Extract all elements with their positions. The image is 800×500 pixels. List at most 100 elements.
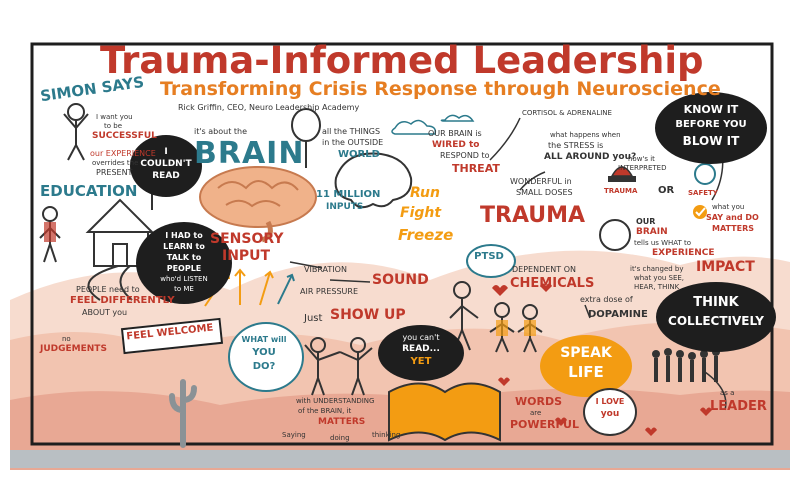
people-3: ABOUT you <box>82 308 128 317</box>
page-title: Trauma-Informed Leadership <box>100 39 704 82</box>
stress-1: what happens when <box>550 131 621 139</box>
learn-6: to ME <box>174 285 194 293</box>
vibration-2: AIR PRESSURE <box>300 287 358 296</box>
brain-drawing <box>199 166 317 243</box>
saying-label: Saying <box>282 431 306 439</box>
love-2: you <box>600 409 620 419</box>
eleven-million-1: 11 MILLION <box>316 189 381 200</box>
eleven-million-2: INPUTS <box>326 202 364 212</box>
know-it-3: BLOW IT <box>682 134 740 148</box>
ptsd-bubble <box>466 244 516 278</box>
cactus-left <box>169 379 197 448</box>
family-shirt-2 <box>524 320 536 336</box>
people-1: PEOPLE need to <box>76 285 140 294</box>
dopamine-1: extra dose of <box>580 295 633 304</box>
ptsd-label: PTSD <box>474 251 504 262</box>
understanding-2: of the BRAIN, it <box>298 407 352 415</box>
simon-figure <box>63 103 89 161</box>
changed-2: what you SEE, <box>634 274 685 282</box>
love-1: I LOVE <box>595 397 625 406</box>
just-show-up-1: Just <box>304 313 323 324</box>
what-you-say-2: SAY and DO <box>706 213 759 222</box>
think-2: COLLECTIVELY <box>668 314 764 328</box>
byline: Rick Griffin, CEO, Neuro Leadership Acad… <box>178 103 360 112</box>
cortisol-label: CORTISOL & ADRENALINE <box>522 109 612 117</box>
two-figures-hands <box>304 337 373 396</box>
changed-1: it's changed by <box>630 265 684 273</box>
what-will-you-do-bubble <box>228 322 304 392</box>
impact-label: IMPACT <box>696 259 755 275</box>
family-shirt-1 <box>496 320 508 336</box>
brain-tells-4: EXPERIENCE <box>652 248 715 258</box>
understanding-1: with UNDERSTANDING <box>296 397 375 405</box>
no-judgements-1: no <box>62 335 71 343</box>
fight-label: Fight <box>400 205 442 221</box>
what-you-say-3: MATTERS <box>712 224 755 233</box>
think-collectively-bubble <box>656 282 776 352</box>
freeze-label: Freeze <box>398 226 454 244</box>
learn-1: I HAD to <box>165 231 203 240</box>
sensory-arrows-teal <box>277 273 295 305</box>
outside-2: in the OUTSIDE <box>322 138 384 147</box>
cant-read-bubble <box>378 325 464 381</box>
couldnt-read-3: READ <box>152 171 180 181</box>
experience-3: PRESENT <box>96 168 133 177</box>
couldnt-read-1: I <box>164 147 168 157</box>
alarm-light <box>608 166 636 182</box>
bear-drawing <box>334 152 413 209</box>
brain-tells-3: tells us WHAT to <box>634 239 692 247</box>
sensory-1: SENSORY <box>210 231 284 247</box>
what-you-say-1: what you <box>712 203 745 211</box>
safety-label: SAFETY <box>688 189 718 197</box>
understanding-3: MATTERS <box>318 417 366 427</box>
wonderful-2: SMALL DOSES <box>516 188 573 197</box>
couldnt-read-bubble <box>130 135 202 197</box>
words-1: WORDS <box>515 395 563 408</box>
board-frame <box>30 42 774 446</box>
its-about: it's about the <box>194 127 248 136</box>
doing-label: doing <box>330 434 350 442</box>
hearts <box>492 283 712 436</box>
tree-drawing <box>291 108 321 168</box>
people-2: FEEL DIFFERENTLY <box>70 295 175 306</box>
cant-read-2: READ... <box>402 344 440 354</box>
education-label: EDUCATION <box>40 182 138 200</box>
just-show-up-2: SHOW UP <box>330 307 406 323</box>
know-it-1: KNOW IT <box>683 103 739 116</box>
check-mark <box>695 207 706 217</box>
head-drawing <box>599 219 631 251</box>
run-label: Run <box>410 185 440 201</box>
interpreted-1: how's it <box>628 155 655 163</box>
words-2: are <box>530 409 542 417</box>
stress-3: ALL AROUND you? <box>544 152 637 162</box>
wonderful-1: WONDERFUL in <box>510 177 572 186</box>
learn-4: PEOPLE <box>166 264 202 273</box>
education-figure-shirt <box>44 222 56 242</box>
outside-1: all the THINGS <box>322 127 381 136</box>
learn-3: TALK to <box>166 253 202 262</box>
group-silhouettes <box>652 348 720 382</box>
wired-1: OUR BRAIN is <box>428 129 482 138</box>
simon-quote-2: to be <box>104 122 123 130</box>
what-will-1: WHAT will <box>241 335 287 344</box>
cant-read-1: you can't <box>402 333 440 342</box>
what-will-2: YOU <box>252 347 276 358</box>
leader-2: LEADER <box>710 399 767 414</box>
learn-2: LEARN to <box>163 242 205 251</box>
sensory-2: INPUT <box>222 248 271 264</box>
cant-read-3: YET <box>410 356 432 367</box>
check-badge <box>693 205 707 219</box>
trauma-heading: TRAUMA <box>480 203 586 228</box>
leader-1: as a <box>720 389 735 397</box>
know-it-2: BEFORE YOU <box>675 119 747 130</box>
dependent-1: DEPENDENT ON <box>512 265 576 274</box>
words-3: POWERFUL <box>510 418 579 431</box>
page-subtitle: Transforming Crisis Response through Neu… <box>160 78 721 100</box>
sound-label: SOUND <box>372 272 429 288</box>
speak-1: SPEAK <box>560 345 612 361</box>
simon-quote-1: I want you <box>96 113 133 121</box>
wired-3: RESPOND to <box>440 151 490 160</box>
brain-heading: BRAIN <box>194 136 305 171</box>
experience-1: our EXPERIENCE <box>90 149 156 158</box>
